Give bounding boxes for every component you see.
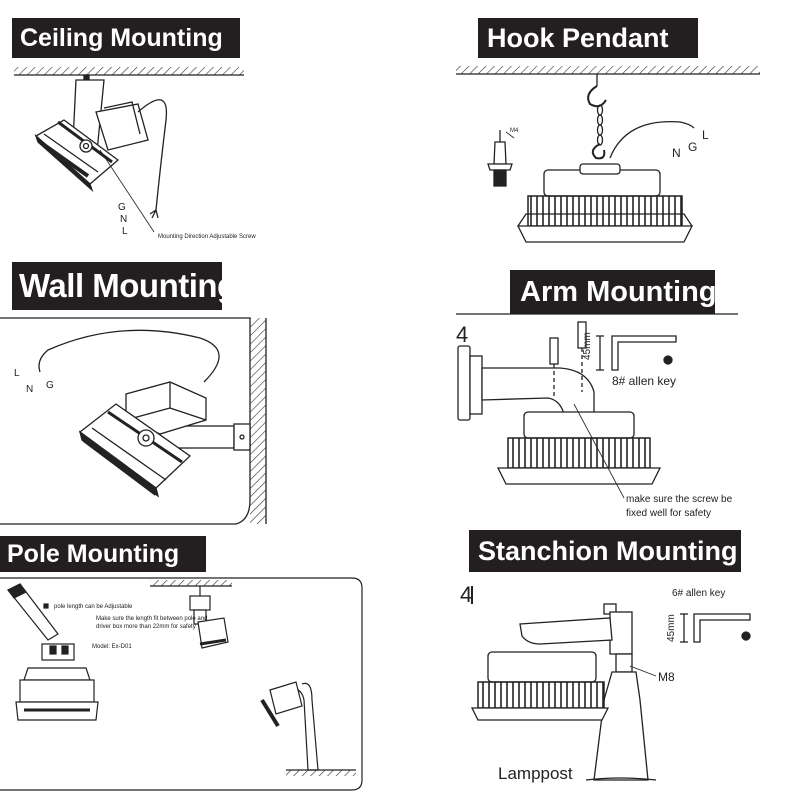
arm-bracket bbox=[481, 367, 595, 415]
wall-wire-g-label: G bbox=[46, 380, 54, 391]
wall-surface bbox=[250, 318, 266, 524]
hook-wire-l-label: L bbox=[702, 128, 709, 142]
stanchion-arm bbox=[519, 617, 613, 645]
allen-key-icon-stanchion bbox=[693, 613, 751, 643]
pole-distance-note-line2: driver box more than 22mm for safety bbox=[96, 624, 196, 630]
ceiling-surface bbox=[14, 67, 244, 75]
m4-screw-icon bbox=[487, 130, 515, 187]
wall-wire-n-label: N bbox=[26, 384, 34, 395]
stanchion-bolt-label: M8 bbox=[658, 670, 675, 684]
pole-length-note: pole length can be Adjustable bbox=[54, 604, 133, 610]
section-title-wall: Wall Mounting bbox=[12, 262, 237, 310]
lamppost-label: Lamppost bbox=[498, 764, 573, 783]
hook-wire-n-label: N bbox=[672, 146, 681, 160]
ceiling-wire-n-label: N bbox=[120, 214, 128, 225]
pole-frame bbox=[0, 577, 363, 791]
ceiling-diagram bbox=[14, 67, 244, 233]
stanchion-allen-key-label: 6# allen key bbox=[672, 588, 726, 599]
hook-screw-label: M4 bbox=[510, 128, 519, 134]
stanchion-step-number: 4 bbox=[460, 582, 473, 607]
section-title-pole: Pole Mounting bbox=[0, 536, 206, 572]
ceiling-screw-note: Mounting Direction Adjustable Screw bbox=[158, 234, 256, 240]
stanchion-diagram bbox=[470, 586, 751, 781]
ceiling-wire-l-label: L bbox=[122, 226, 128, 237]
ceiling-wire-g-label: G bbox=[118, 202, 126, 213]
wall-wire-l-label: L bbox=[14, 368, 20, 379]
section-title-stanchion: Stanchion Mounting bbox=[469, 530, 741, 572]
arm-step-number: 4 bbox=[456, 322, 469, 347]
stanchion-dimension-label: 45mm bbox=[666, 614, 677, 642]
allen-key-icon-arm bbox=[611, 335, 677, 371]
arm-note-line1: make sure the screw be bbox=[626, 494, 733, 505]
arm-note-line2: fixed well for safety bbox=[626, 508, 712, 519]
hook-diagram bbox=[456, 66, 760, 243]
wall-cable bbox=[38, 329, 220, 383]
pole-model-label: Model: Ex-D01 bbox=[92, 644, 132, 650]
hook-chain bbox=[596, 104, 604, 146]
section-title-ceiling: Ceiling Mounting bbox=[12, 18, 240, 58]
ceiling-cable bbox=[137, 99, 168, 211]
hook-wire-g-label: G bbox=[688, 140, 698, 154]
pole-diagram bbox=[0, 577, 363, 791]
arm-dimension-label: 45mm bbox=[582, 332, 593, 360]
pole-distance-note-line1: Make sure the length fit between pole an… bbox=[96, 616, 208, 622]
section-title-hook: Hook Pendant bbox=[478, 18, 698, 58]
arm-allen-key-label: 8# allen key bbox=[612, 374, 677, 388]
wall-diagram bbox=[0, 317, 267, 525]
section-title-arm: Arm Mounting bbox=[510, 270, 717, 314]
arm-diagram bbox=[456, 313, 738, 499]
